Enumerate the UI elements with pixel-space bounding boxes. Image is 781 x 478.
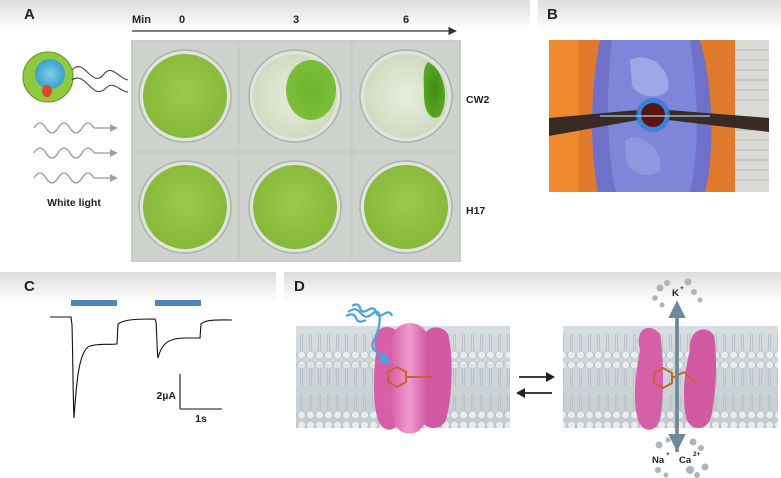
light-wave-icon [345,303,394,323]
dish-cw2-6min [359,49,453,143]
panel-b-label: B [547,6,558,23]
current-scale-label: 2µA [157,390,177,402]
panel-c-header [0,272,276,302]
flagellum-1 [71,66,129,81]
dish-h17-3min [248,160,342,254]
sodium-calcium-ions [655,437,709,478]
potassium-ions [652,278,703,308]
time-tick-0: 0 [179,14,185,26]
ion-label-na: Na [652,455,665,466]
panel-c-label: C [24,278,35,295]
channel-open [634,327,717,430]
light-pulse-bar-2 [155,300,201,306]
panel-a: Min 0 3 6 White light [22,14,489,262]
light-wave-path [347,308,385,361]
current-trace [50,316,233,419]
panel-d-header [284,272,781,302]
time-scale-label: 1s [195,413,207,425]
light-wave-arrowhead [378,352,392,364]
ion-charge-ca: 2+ [693,451,701,458]
light-pulse-bar-1 [71,300,117,306]
equilibrium-arrows [516,372,555,398]
time-tick-3: 3 [293,14,299,26]
panel-a-label: A [24,6,35,23]
panel-c: 2µA 1s [50,300,233,425]
panel-b-micrograph [549,40,769,192]
membrane-right [563,326,778,428]
ion-label-k: K [672,288,679,299]
ion-charge-k: + [680,285,684,292]
panel-d: K + Na + Ca 2+ [296,278,778,478]
dish-h17-0min [138,160,232,254]
panel-a-header [0,0,530,30]
panel-d-label: D [294,278,305,295]
time-axis-label: Min [132,14,151,26]
dish-cw2-3min [248,49,342,143]
panel-b-header [538,0,781,30]
white-light-label: White light [47,197,101,209]
ion-charge-na: + [666,451,670,458]
dish-h17-6min [359,160,453,254]
row-label-cw2: CW2 [466,94,489,106]
dish-cw2-0min [138,49,232,143]
flagellum-2 [71,77,129,93]
algal-cell-icon [22,51,74,103]
white-light-waves-icon [33,122,118,184]
ion-label-ca: Ca [679,455,692,466]
retinal-chromophore-closed [387,365,432,389]
row-label-h17: H17 [466,205,485,217]
time-tick-6: 6 [403,14,409,26]
channel-closed [374,322,452,434]
